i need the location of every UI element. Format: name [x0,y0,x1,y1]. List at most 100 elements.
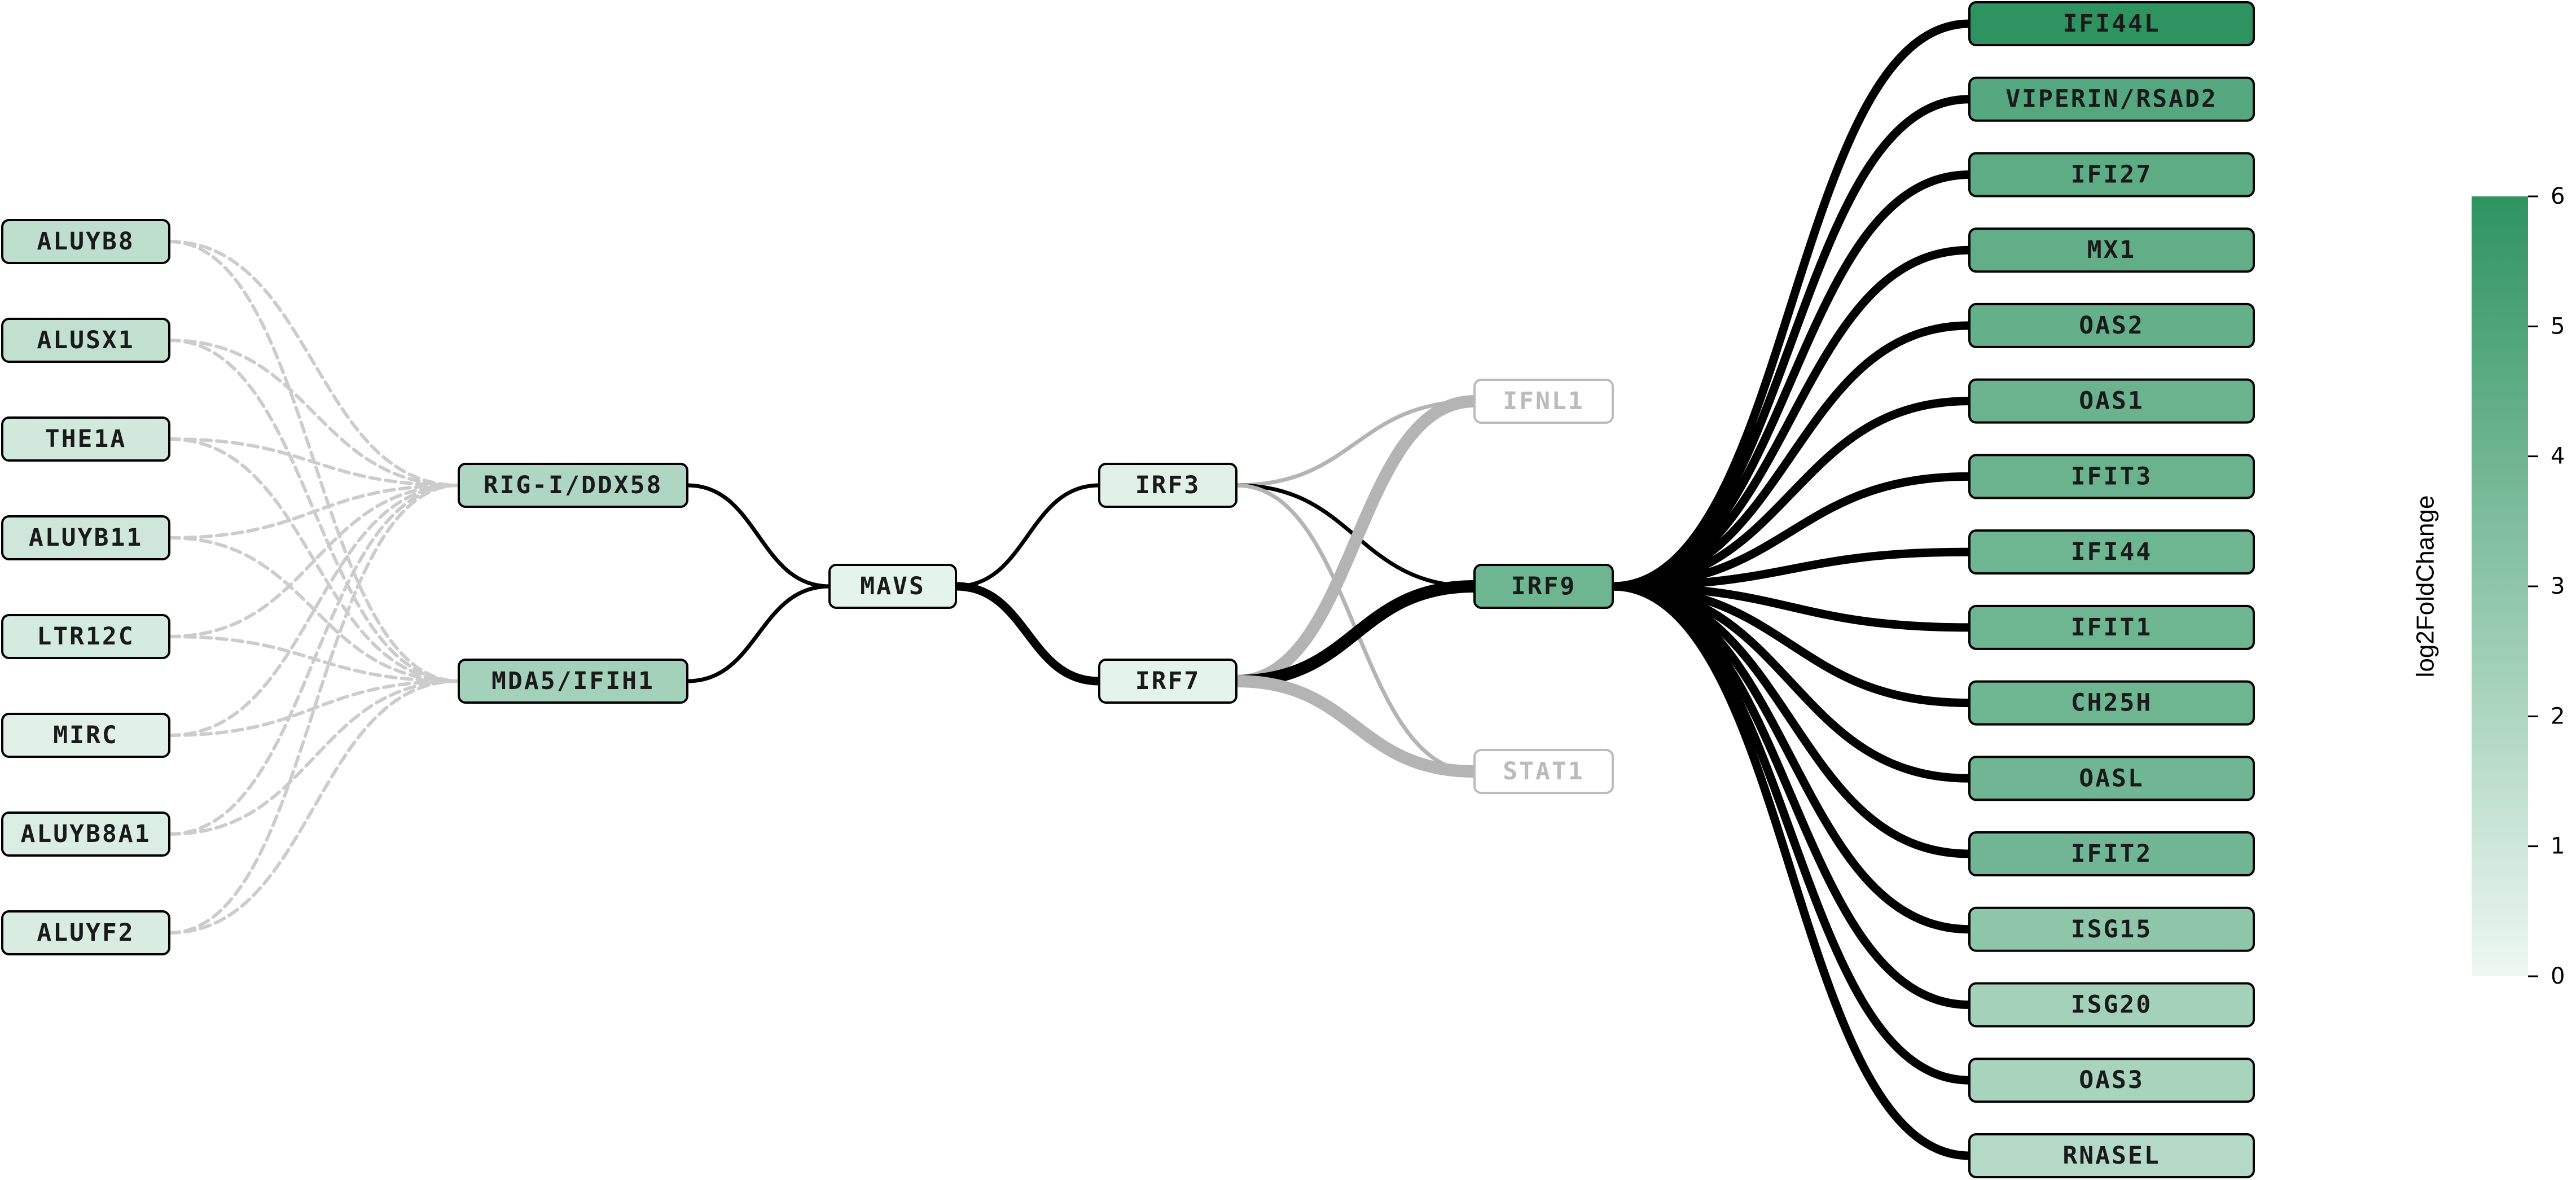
node-aluyb11: ALUYB11 [1,515,170,560]
node-label: IFIT3 [2071,462,2152,490]
node-box [1,614,170,659]
node-box [828,564,957,609]
nodes-layer: ALUYB8ALUSX1THE1AALUYB11LTR12CMIRCALUYB8… [1,1,2255,1178]
node-label: IRF7 [1135,667,1201,695]
node-ifi44: IFI44 [1968,529,2255,575]
node-box [1968,906,2255,952]
node-box [1968,756,2255,801]
scale-tick-label: 1 [2551,834,2565,859]
scale-tick-label: 5 [2551,313,2565,339]
edges-layer [168,19,1974,1160]
node-label: ALUYB8A1 [20,820,151,848]
node-label: OAS2 [2079,312,2144,340]
edge-irf7-to-stat1 [1230,675,1481,778]
node-box [1968,76,2255,122]
edge-irf9-to-ifi27 [1608,170,1974,591]
node-ifit2: IFIT2 [1968,831,2255,877]
edge-alusx1-to-rigi [168,339,460,487]
node-label: MAVS [860,572,925,600]
node-mavs: MAVS [828,564,957,609]
node-box [1,515,170,560]
scale-tick-label: 0 [2551,963,2565,989]
node-ifit3: IFIT3 [1968,454,2255,499]
node-box [1,910,170,955]
node-label: OASL [2079,764,2144,792]
node-label: IFIT2 [2071,840,2152,868]
node-label: ALUYB8 [37,227,134,256]
node-box [1473,749,1614,794]
node-alusx1: ALUSX1 [1,318,170,363]
edge-aluyb8a1-to-rigi [168,484,460,836]
node-label: IFNL1 [1503,387,1584,415]
node-box [1,811,170,857]
node-label: IFI44L [2062,10,2160,38]
node-aluyf2: ALUYF2 [1,910,170,955]
node-box [1098,463,1237,508]
edge-irf3-to-ifnl1 [1234,399,1477,488]
node-isg20: ISG20 [1968,982,2255,1028]
node-box [1,416,170,462]
edge-the1a-to-rigi [168,437,460,487]
node-stat1: STAT1 [1473,749,1614,794]
edge-irf9-to-rnasel [1608,582,1974,1160]
color-scale-bar [2472,196,2528,976]
node-aluyb8a1: ALUYB8A1 [1,811,170,857]
node-oas1: OAS1 [1968,378,2255,424]
node-box [1473,379,1614,424]
node-ltr12c: LTR12C [1,614,170,659]
node-label: MIRC [53,721,119,749]
node-label: ALUYF2 [37,919,134,947]
node-label: OAS1 [2079,387,2144,415]
edge-irf7-to-ifnl1 [1230,395,1481,687]
node-label: MDA5/IFIH1 [491,667,655,695]
node-box [1968,604,2255,650]
node-box [1968,227,2255,273]
node-ifi44l: IFI44L [1968,1,2255,46]
edge-irf9-to-ifi44l [1608,19,1974,591]
scale-tick-label: 3 [2551,573,2565,599]
node-label: VIPERIN/RSAD2 [2005,85,2218,113]
node-viperin: VIPERIN/RSAD2 [1968,76,2255,122]
node-box [1968,831,2255,877]
node-box [1098,659,1237,704]
node-label: IFI44 [2071,538,2152,566]
node-aluyb8: ALUYB8 [1,219,170,264]
node-label: IFIT1 [2071,613,2152,642]
node-oas2: OAS2 [1968,302,2255,348]
edge-irf9-to-oas2 [1608,321,1974,591]
edge-mavs-to-irf3 [954,483,1102,589]
node-box [1968,529,2255,575]
node-box [1,219,170,264]
node-box [1473,564,1614,609]
edge-mavs-to-irf7 [951,582,1104,686]
edge-irf7-to-irf9 [1230,580,1481,687]
edge-irf9-to-viperin [1608,95,1974,591]
scale-tick-label: 6 [2551,183,2565,209]
edge-aluyb8a1-to-mda5 [168,679,460,836]
edge-aluyf2-to-mda5 [168,679,460,935]
node-box [1968,152,2255,198]
node-ifit1: IFIT1 [1968,604,2255,650]
node-oasl: OASL [1968,756,2255,801]
node-box [1968,1,2255,46]
node-box [458,463,688,508]
node-box [1968,1058,2255,1103]
edge-aluyb11-to-mda5 [168,536,460,683]
node-rigi: RIG-I/DDX58 [458,463,688,508]
node-label: ALUSX1 [37,326,134,354]
edge-aluyb11-to-rigi [168,484,460,539]
node-rnasel: RNASEL [1968,1133,2255,1178]
edge-aluyf2-to-rigi [168,484,460,935]
node-mda5: MDA5/IFIH1 [458,659,688,704]
node-box [1968,378,2255,424]
node-label: ISG20 [2071,990,2152,1019]
node-label: RNASEL [2062,1142,2160,1170]
node-oas3: OAS3 [1968,1058,2255,1103]
node-box [1968,454,2255,499]
edge-mda5-to-mavs [685,584,832,683]
scale-tick-label: 4 [2551,444,2565,470]
node-label: IRF3 [1135,471,1201,499]
node-label: ALUYB11 [29,524,143,552]
scale-tick-label: 2 [2551,703,2565,729]
